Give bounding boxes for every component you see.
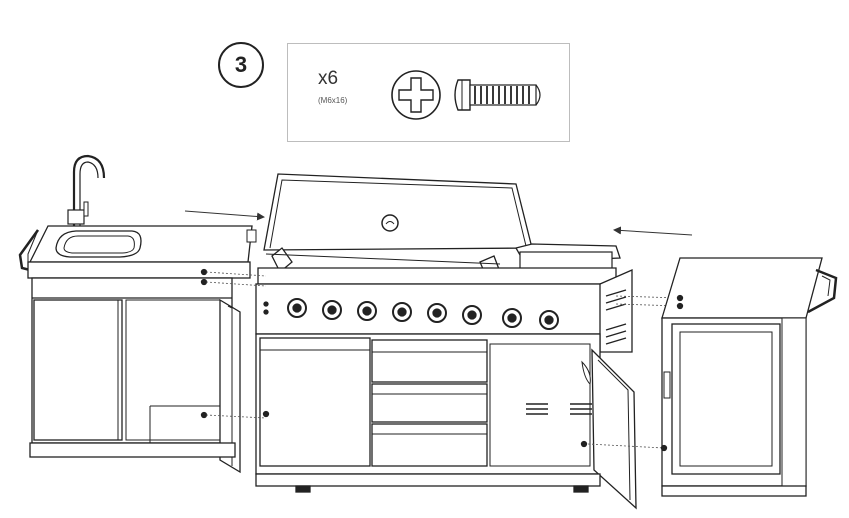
hardware-box: [287, 43, 570, 142]
left-insert-arrow: [184, 210, 265, 221]
screw-quantity: x6: [318, 68, 339, 89]
screw-size: (M6x16): [318, 96, 348, 105]
right-insert-arrow: [613, 226, 693, 236]
phillips-screw-head-icon: [391, 70, 441, 120]
step-number: 3: [218, 42, 264, 88]
sink-cabinet: [18, 154, 257, 474]
machine-screw-icon: [454, 79, 541, 111]
burner-knobs: [287, 298, 559, 330]
open-door: [219, 298, 241, 474]
refrigerator-cabinet: [660, 257, 838, 497]
grill-lid: [263, 173, 533, 251]
open-door-grill: [591, 348, 637, 510]
lid-thermometer: [381, 214, 399, 232]
gas-grill-cart: [255, 173, 637, 510]
faucet: [67, 154, 106, 226]
